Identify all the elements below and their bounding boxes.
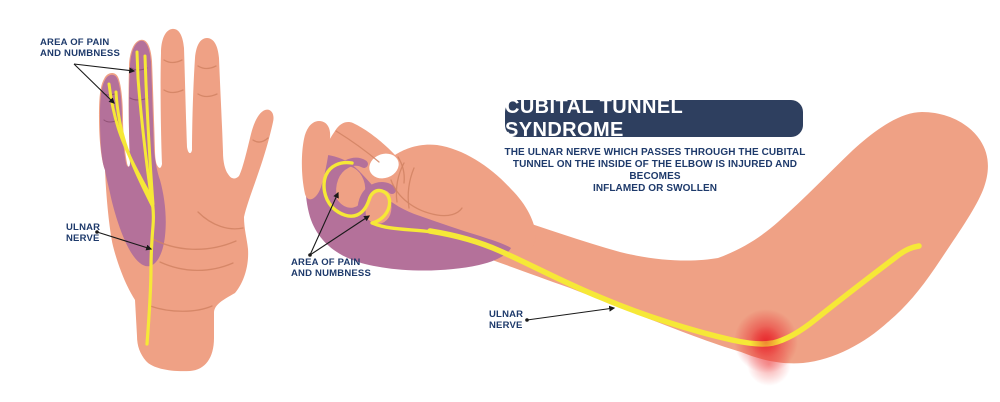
page-title: CUBITAL TUNNEL SYNDROME [505, 95, 683, 141]
hand-area-arrow-2 [73, 63, 115, 104]
curled-fingers [328, 157, 396, 224]
hand-area-arrow-1 [73, 63, 136, 74]
hand-ulnar-nerve-label: ULNAR NERVE [66, 222, 101, 244]
arm-ulnar-nerve-path [427, 228, 922, 347]
arm-ulnar-nerve-label: ULNAR NERVE [489, 309, 524, 331]
description-line: TUNNEL ON THE INSIDE OF THE ELBOW IS INJ… [512, 159, 798, 182]
claw-area-arrow-2 [309, 215, 371, 256]
arm-ulnar-arrow [526, 305, 616, 321]
claw-hand-illustration [301, 121, 536, 271]
title-badge: CUBITAL TUNNEL SYNDROME [505, 96, 803, 141]
description-line: INFLAMED OR SWOLLEN [592, 183, 718, 194]
claw-area-arrow-1 [309, 191, 339, 256]
open-hand-ulnar-nerve-branches [107, 50, 155, 346]
open-hand-illustration [99, 28, 274, 372]
annotation-arrows [73, 63, 616, 322]
description-line: THE ULNAR NERVE WHICH PASSES THROUGH THE… [504, 147, 806, 158]
description-text: THE ULNAR NERVE WHICH PASSES THROUGH THE… [488, 147, 822, 195]
inflamed-elbow-glow-top [750, 326, 782, 358]
claw-hand-ulnar-nerve [322, 160, 434, 234]
arm-nerve-and-inflammation [427, 228, 922, 386]
arm-illustration [443, 112, 988, 364]
arm-skin [443, 112, 988, 364]
hand-ulnar-arrow [96, 231, 153, 251]
hand-pain-label: AREA OF PAIN AND NUMBNESS [40, 37, 120, 59]
claw-hand-creases [335, 130, 463, 217]
claw-pain-label: AREA OF PAIN AND NUMBNESS [291, 257, 371, 279]
